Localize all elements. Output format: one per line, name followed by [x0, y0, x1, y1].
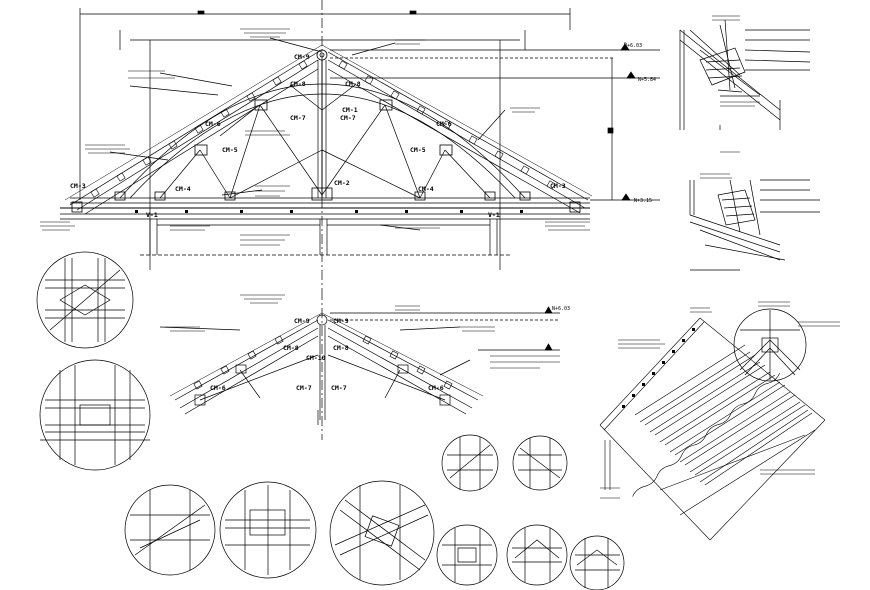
upper-cm9-label: CM-9: [294, 53, 310, 61]
upper-cm7-right-label: CM-7: [340, 114, 356, 122]
ridge-section-detail: [679, 19, 811, 130]
upper-cm5-right-label: CM-5: [410, 146, 426, 154]
eave-section-detail: [689, 179, 820, 271]
detail-circle-7: [512, 435, 568, 491]
lower-cm10-label: CM-10: [306, 354, 326, 362]
upper-cm7-left-label: CM-7: [290, 114, 306, 122]
annotation-note-blocks: [40, 15, 840, 499]
lower-truss-elevation: [159, 290, 560, 440]
detail-circle-11: [733, 308, 807, 382]
detail-circle-2: [39, 359, 151, 471]
lower-cm6-right-label: CM-6: [428, 384, 444, 392]
lower-cm8-right-label: CM-8: [333, 344, 349, 352]
lower-cm8-left-label: CM-8: [283, 344, 299, 352]
upper-cm5-left-label: CM-5: [222, 146, 238, 154]
upper-cm8-left-label: CM-8: [290, 80, 306, 88]
upper-cm4-right-label: CM-4: [418, 185, 434, 193]
lower-cm7-right-label: CM-7: [331, 384, 347, 392]
upper-cm3-left-label: CM-3: [70, 182, 86, 190]
lower-cm7-left-label: CM-7: [296, 384, 312, 392]
level-top-label: N+6.03: [624, 43, 642, 49]
upper-cm3-right-label: CM-3: [550, 182, 566, 190]
detail-circle-5: [329, 480, 435, 586]
upper-cm2-label: CM-2: [334, 179, 350, 187]
lower-cm6-left-label: CM-6: [210, 384, 226, 392]
detail-circle-1: [36, 251, 134, 349]
upper-v1-left-label: V-1: [146, 211, 158, 219]
upper-cm8-right-label: CM-8: [345, 80, 361, 88]
upper-truss-elevation: [60, 0, 660, 290]
lower-cm9-right-label: CM-9: [333, 317, 349, 325]
level-eave-label: N+3.15: [634, 198, 652, 204]
upper-v1-right-label: V-1: [488, 211, 500, 219]
upper-cm6-left-label: CM-6: [205, 120, 221, 128]
detail-circle-8: [436, 524, 498, 586]
detail-circle-4: [219, 481, 317, 579]
lower-truss-labels: CM-9 CM-9 CM-8 CM-8 CM-10 CM-6 CM-6 CM-7…: [210, 306, 570, 392]
level-mid-label: N+5.84: [638, 77, 656, 83]
upper-cm6-right-label: CM-6: [436, 120, 452, 128]
lower-cm9-left-label: CM-9: [294, 317, 310, 325]
corrugated-roof-isometric: [599, 317, 826, 541]
detail-circle-10: [569, 535, 625, 590]
upper-cm1-label: CM-1: [342, 106, 358, 114]
connection-detail-circles: [36, 251, 807, 590]
detail-circle-9: [506, 524, 568, 586]
upper-truss-labels: CM-9 CM-8 CM-8 CM-6 CM-6 CM-7 CM-7 CM-1 …: [70, 43, 656, 219]
detail-circle-3: [124, 484, 216, 576]
upper-cm4-left-label: CM-4: [175, 185, 191, 193]
lower-level-top-label: N+6.03: [552, 306, 570, 312]
detail-circle-6: [441, 434, 499, 492]
